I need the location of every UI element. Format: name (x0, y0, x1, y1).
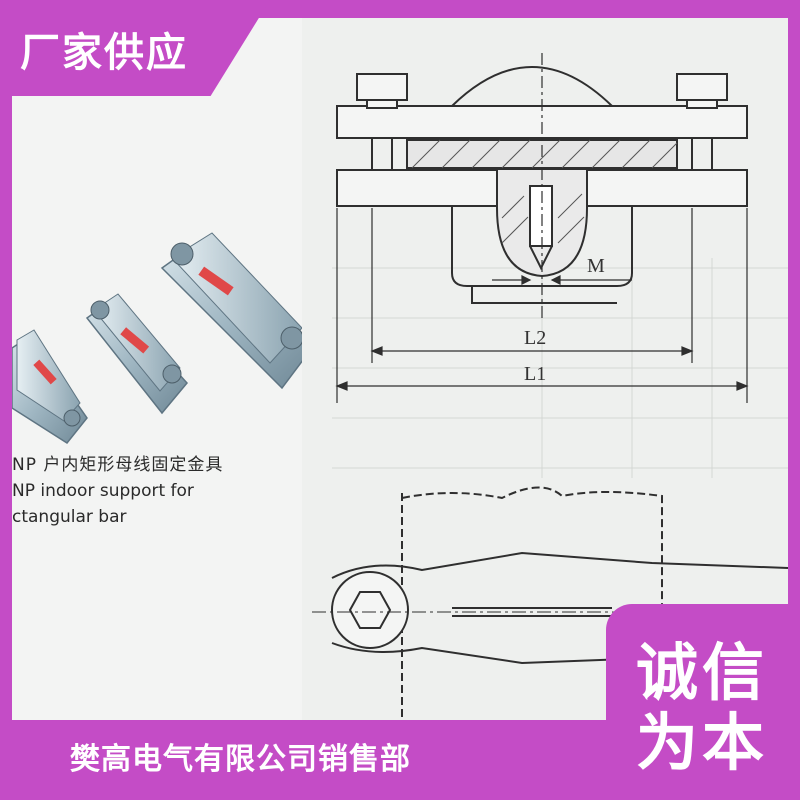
dimension-l1 (335, 208, 749, 403)
faded-table-lines (332, 258, 788, 478)
badge-line1: 诚信 (636, 636, 769, 709)
bus-clamp-illustration (12, 232, 314, 444)
product-caption: NP 户内矩形母线固定金具 NP indoor support for ctan… (12, 452, 302, 530)
clamp-small (12, 329, 88, 444)
label-l2: L2 (524, 327, 546, 349)
hex-bolt-icon (348, 591, 392, 629)
label-m: M (587, 255, 605, 277)
clamp-plan-view (312, 486, 788, 718)
right-nut-icon (676, 73, 728, 101)
caption-english-line1: NP indoor support for (12, 481, 194, 501)
caption-chinese: NP 户内矩形母线固定金具 (12, 455, 224, 475)
hatch-lines (411, 139, 678, 244)
caption-english-line2: ctangular bar (12, 507, 127, 527)
label-l1: L1 (524, 363, 546, 385)
banner-title: 厂家供应 (20, 30, 188, 76)
company-name: 樊高电气有限公司销售部 (70, 742, 411, 777)
clamp-large (160, 232, 314, 390)
technical-drawing: M L2 L1 (302, 18, 788, 720)
product-illustration: NP 户内矩形母线固定金具 NP indoor support for ctan… (12, 18, 314, 720)
clamp-medium (85, 293, 188, 415)
clamp-cross-section (336, 53, 748, 318)
left-nut-icon (356, 73, 408, 101)
dimension-l2 (370, 208, 694, 363)
badge-line2: 为本 (636, 706, 769, 779)
clamp-section-drawing: M L2 L1 (312, 53, 788, 718)
integrity-badge: 诚信 为本 (606, 604, 800, 800)
product-photo: NP 户内矩形母线固定金具 NP indoor support for ctan… (12, 18, 788, 720)
dimension-m (492, 275, 632, 285)
